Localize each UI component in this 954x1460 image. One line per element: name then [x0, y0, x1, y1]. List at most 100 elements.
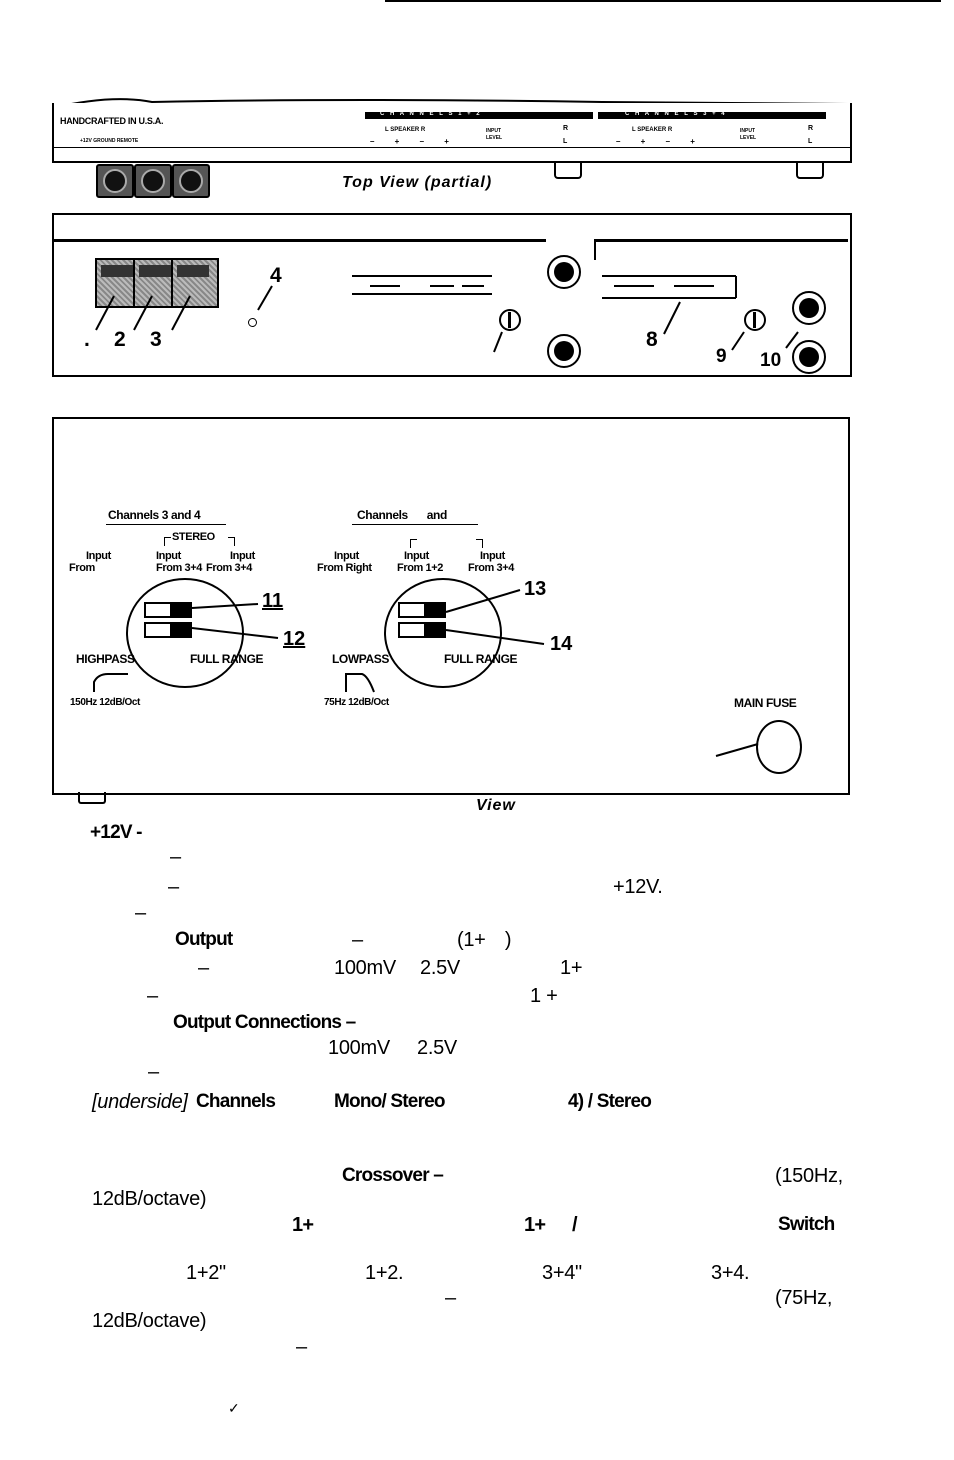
top-view-caption: Top View (partial): [342, 174, 493, 191]
bottom-tab: [78, 792, 106, 804]
main-fuse-leader: [715, 743, 759, 757]
text-l6c: 2.5V: [420, 957, 460, 979]
bracket-left: [164, 537, 171, 546]
top-fuse-1: [96, 164, 134, 198]
front-leader-lines: [95, 275, 799, 353]
text-l6a: –: [198, 957, 209, 979]
text-l15d: 3+4.: [711, 1262, 750, 1284]
ch12-rule: [352, 524, 478, 525]
text-l17: 12dB/octave): [92, 1310, 207, 1332]
level-pot-1[interactable]: [499, 309, 521, 331]
text-l7a: –: [147, 985, 158, 1007]
speaker-polarity-left: – + – +: [370, 137, 449, 146]
l-input-c2: From 3+4: [206, 562, 253, 574]
text-l5c: (1+ ): [457, 929, 512, 951]
r-input-a2: From Right: [317, 562, 372, 574]
callout-4: 4: [270, 264, 282, 287]
rca-jack-2: [547, 334, 581, 368]
callout-10: 10: [760, 350, 782, 371]
ch12-title: Channels and: [357, 508, 447, 522]
l-input-b2: From 3+4: [156, 562, 203, 574]
ch34-title: Channels 3 and 4: [108, 508, 201, 522]
text-l16a: –: [445, 1287, 456, 1309]
callout-8: 8: [646, 328, 658, 351]
text-l19: ✓: [228, 1400, 240, 1416]
input-r-right: R: [808, 125, 814, 132]
front-rule-left: [54, 239, 546, 242]
r-input-c2: From 3+4: [468, 562, 515, 574]
dip-switch-11[interactable]: [144, 602, 192, 618]
text-l14b: 1+ /: [524, 1214, 578, 1236]
bracket2-left: [410, 539, 417, 548]
front-rule-right: [594, 239, 848, 242]
text-l11b: Channels: [196, 1091, 276, 1112]
band-ch34-text: C H A N N E L S 3 + 4: [625, 111, 727, 117]
callout-1: .: [84, 328, 90, 351]
dip-switch-13[interactable]: [398, 602, 446, 618]
callout-13: 13: [524, 578, 547, 600]
bottom-view-caption: View: [476, 797, 516, 814]
r-input-b2: From 1+2: [397, 562, 444, 574]
text-l5b: –: [352, 929, 363, 951]
l-input-a2: From: [69, 562, 95, 574]
top-tab-1: [554, 163, 582, 179]
text-l13: 12dB/octave): [92, 1188, 207, 1210]
callout-9: 9: [716, 346, 727, 367]
text-l11a: [underside]: [92, 1091, 188, 1113]
text-l16b: (75Hz,: [775, 1287, 833, 1309]
lowpass-curve-icon: [345, 673, 375, 693]
full-range-right: FULL RANGE: [444, 652, 518, 666]
speaker-label-left: L SPEAKER R: [385, 127, 426, 133]
text-l5a: Output: [175, 929, 233, 950]
callout-2: 2: [114, 328, 126, 351]
text-l3b: +12V.: [613, 876, 663, 898]
text-l3a: –: [168, 876, 179, 898]
dip-switch-ch12: [384, 578, 502, 688]
text-l9b: 2.5V: [417, 1037, 457, 1059]
text-l1: +12V -: [90, 822, 143, 843]
text-l15a: 1+2": [186, 1262, 226, 1284]
band-ch12: [365, 112, 593, 119]
input-level-right: INPUT LEVEL: [740, 128, 757, 141]
text-l6b: 100mV: [334, 957, 396, 979]
text-l14a: 1+: [292, 1214, 314, 1236]
brand-text: HANDCRAFTED IN U.S.A.: [60, 116, 164, 126]
top-fuse-2: [134, 164, 172, 198]
r-input-a: Input: [334, 550, 359, 562]
front-panel: [52, 213, 852, 377]
l-input-b: Input: [156, 550, 181, 562]
level-pot-2[interactable]: [744, 309, 766, 331]
band-ch12-text: C H A N N E L S 1 + 2: [380, 111, 482, 117]
front-panel-top-rule: [52, 213, 850, 215]
top-panel-curve: [52, 98, 848, 109]
r-input-c: Input: [480, 550, 505, 562]
led-indicator: [248, 318, 257, 327]
bracket-right: [228, 537, 235, 546]
top-fuse-3: [172, 164, 210, 198]
text-l18: –: [296, 1336, 307, 1358]
input-level-left: INPUT LEVEL: [486, 128, 503, 141]
input-r-left: R: [563, 125, 569, 132]
rca-jack-4: [792, 340, 826, 374]
bottom-leader-lines: [191, 589, 545, 645]
speaker-polarity-right: – + – +: [616, 137, 695, 146]
stereo-bracket-label: STEREO: [172, 531, 215, 543]
callout-14: 14: [550, 633, 573, 655]
bracket2-right: [476, 539, 483, 548]
text-l6d: 1+: [560, 957, 583, 979]
power-labels: +12V GROUND REMOTE: [80, 138, 139, 144]
main-fuse: [756, 720, 802, 774]
text-l9a: 100mV: [328, 1037, 390, 1059]
dip-switch-12[interactable]: [144, 622, 192, 638]
text-l15c: 3+4": [542, 1262, 582, 1284]
input-l-left: L: [563, 138, 568, 145]
rca-jack-1: [547, 255, 581, 289]
callout-3: 3: [150, 328, 162, 351]
header-rule: [385, 0, 941, 2]
front-fuse-3: [171, 258, 219, 308]
dip-switch-14[interactable]: [398, 622, 446, 638]
bottom-view-panel: [52, 417, 850, 795]
text-l8: Output Connections –: [173, 1012, 356, 1033]
full-range-left: FULL RANGE: [190, 652, 264, 666]
l-input-c: Input: [230, 550, 255, 562]
